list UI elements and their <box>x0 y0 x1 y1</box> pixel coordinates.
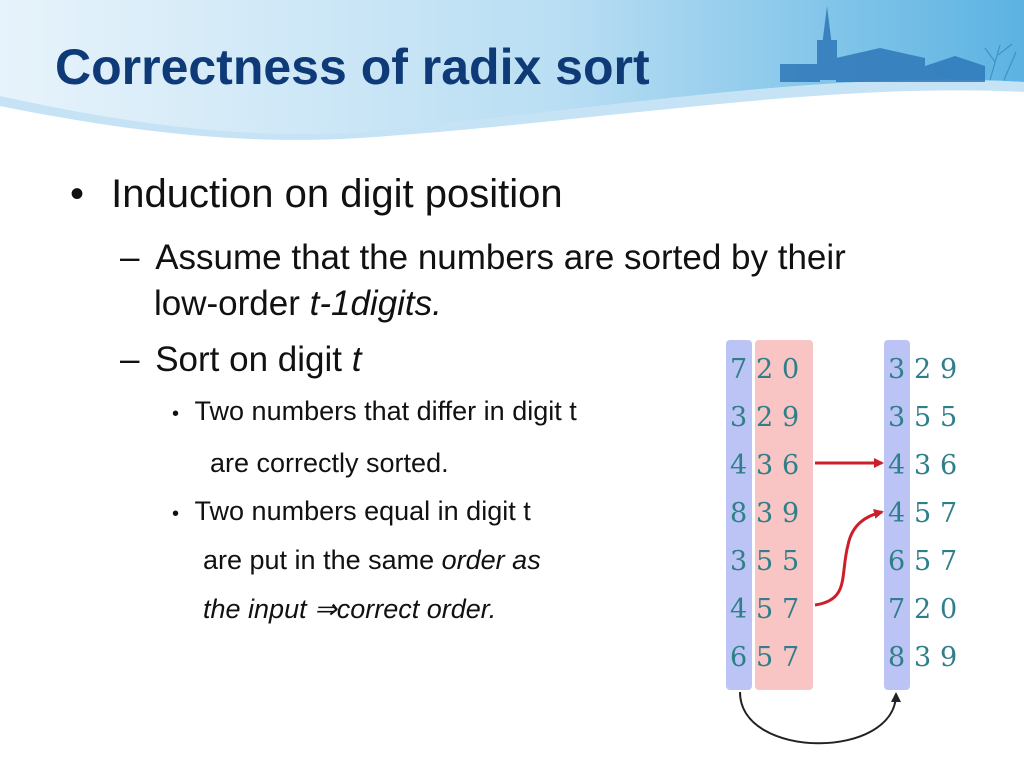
subsubbullet-italic: the input <box>203 594 315 624</box>
implies-arrow-icon: ⇒ <box>314 594 337 624</box>
subbullet-assume: – Assume that the numbers are sorted by … <box>120 238 950 278</box>
subsubbullet-equal-cont2: the input ⇒correct order. <box>203 594 496 625</box>
subbullet-line: Assume that the numbers are sorted by th… <box>155 238 846 277</box>
output-digit-t-band <box>884 340 910 690</box>
input-digit-t-band <box>726 340 752 690</box>
subsubbullet-line: Two numbers equal in digit t <box>194 496 531 526</box>
church-silhouette <box>780 6 985 82</box>
header-background <box>0 0 1024 140</box>
slide-title: Correctness of radix sort <box>55 39 650 95</box>
bullet-dot: • <box>70 172 85 216</box>
subsubbullet-equal: • Two numbers equal in digit t <box>172 496 531 527</box>
subbullet-italic: t-1digits. <box>309 284 442 323</box>
subbullet-sort: – Sort on digit t <box>120 340 361 380</box>
bullet-text: Induction on digit position <box>111 172 563 216</box>
dash-mark: – <box>120 238 140 277</box>
subbullet-line: low-order <box>154 284 310 323</box>
subbullet-assume-cont: low-order t-1digits. <box>154 284 442 324</box>
subsubbullet-differ: • Two numbers that differ in digit t <box>172 396 577 427</box>
subsubbullet-differ-cont: are correctly sorted. <box>210 448 449 479</box>
pass-arrow <box>739 691 901 745</box>
bullet-induction: • Induction on digit position <box>70 172 563 217</box>
subsubbullet-italic: correct order. <box>336 594 497 624</box>
dash-mark: – <box>120 340 140 379</box>
bullet-dot: • <box>172 403 180 425</box>
subsubbullet-equal-cont1: are put in the same order as <box>203 545 541 576</box>
subsubbullet-italic: order as <box>441 545 541 575</box>
subsubbullet-line: are put in the same <box>203 545 442 575</box>
subbullet-italic: t <box>351 340 362 379</box>
input-sorted-digits-band <box>755 340 813 690</box>
subsubbullet-line: Two numbers that differ in digit t <box>194 396 577 426</box>
arrow-457 <box>814 508 884 607</box>
subsubbullet-line: are correctly sorted. <box>210 448 449 478</box>
bullet-dot: • <box>172 503 180 525</box>
subbullet-line: Sort on digit <box>155 340 352 379</box>
